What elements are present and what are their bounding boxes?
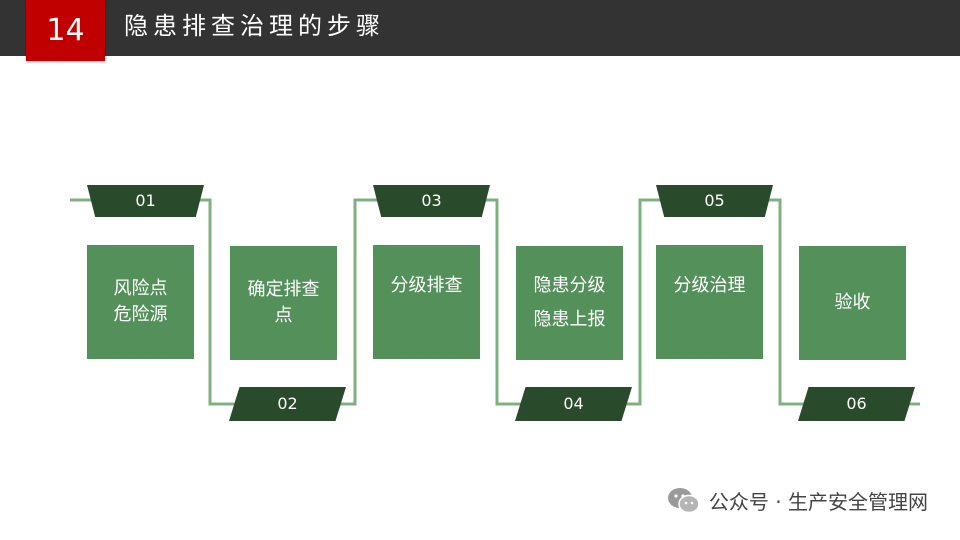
slide-number: 14 — [26, 0, 105, 61]
footer-text: 公众号 · 生产安全管理网 — [708, 490, 928, 514]
header-bar — [0, 0, 960, 56]
step-text-2: 确定排查 点 — [247, 279, 320, 326]
step-box-2: 确定排查 点 — [230, 246, 337, 360]
step-text-1: 风险点 危险源 — [113, 278, 168, 325]
step-box-3: 分级排查 — [373, 245, 480, 359]
step-box-4: 隐患分级 隐患上报 — [516, 246, 623, 360]
step-text-3: 分级排查 — [390, 275, 463, 296]
wechat-icon — [667, 487, 700, 513]
footer-watermark: 公众号 · 生产安全管理网 — [667, 486, 928, 515]
step-text-5: 分级治理 — [673, 275, 746, 296]
step-box-1: 风险点 危险源 — [87, 245, 194, 359]
step-text-4: 隐患分级 隐患上报 — [533, 275, 606, 330]
step-text-6: 验收 — [834, 292, 871, 313]
slide-title: 隐患排查治理的步骤 — [124, 12, 385, 40]
step-number-tab-3: 03 — [373, 185, 490, 217]
step-number-tab-4: 04 — [515, 387, 632, 421]
step-number-tab-5: 05 — [656, 185, 773, 217]
step-box-6: 验收 — [799, 246, 906, 360]
step-box-5: 分级治理 — [656, 245, 763, 359]
step-number-tab-2: 02 — [229, 387, 346, 421]
step-number-tab-6: 06 — [798, 387, 915, 421]
step-number-tab-1: 01 — [87, 185, 204, 217]
